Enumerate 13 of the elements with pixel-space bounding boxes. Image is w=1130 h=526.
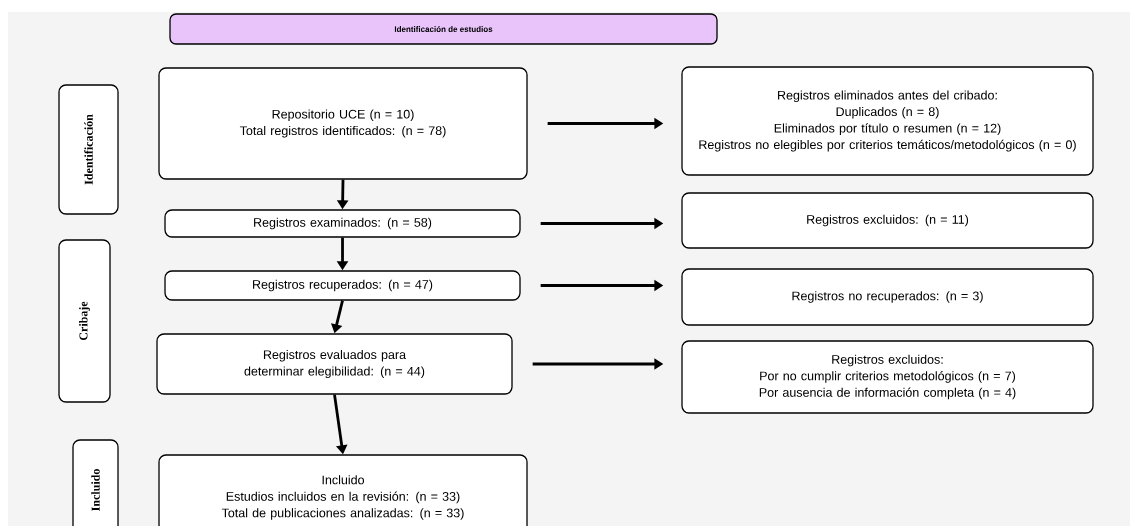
stage-label: Cribaje — [58, 239, 111, 403]
process-box: Incluido Estudios incluidos en la revisión: (n = 33) Total de publicaciones analizadas: (n = 33) — [158, 454, 528, 526]
stage-label: Incluido — [72, 439, 119, 526]
stage-label: Identificación — [58, 84, 119, 215]
process-box: Registros examinados: (n = 58) — [164, 209, 521, 238]
process-box: Registros evaluados para determinar elegibilidad: (n = 44) — [156, 333, 513, 395]
process-box: Repositorio UCE (n = 10) Total registros identificados: (n = 78) — [158, 67, 528, 180]
process-box: Registros excluidos: Por no cumplir criterios metodológicos (n = 7) Por ausencia de información completa (n = 4) — [681, 340, 1094, 414]
process-box: Registros no recuperados: (n = 3) — [681, 268, 1094, 326]
title-band: Identificación de estudios — [169, 13, 718, 45]
process-box: Registros recuperados: (n = 47) — [164, 270, 521, 301]
process-box: Registros excluidos: (n = 11) — [681, 192, 1094, 249]
process-box: Registros eliminados antes del cribado: Duplicados (n = 8) Eliminados por título o resumen (n = 12) Registros no elegibles por criterios temáticos/metodológicos (n = 0) — [681, 66, 1094, 176]
